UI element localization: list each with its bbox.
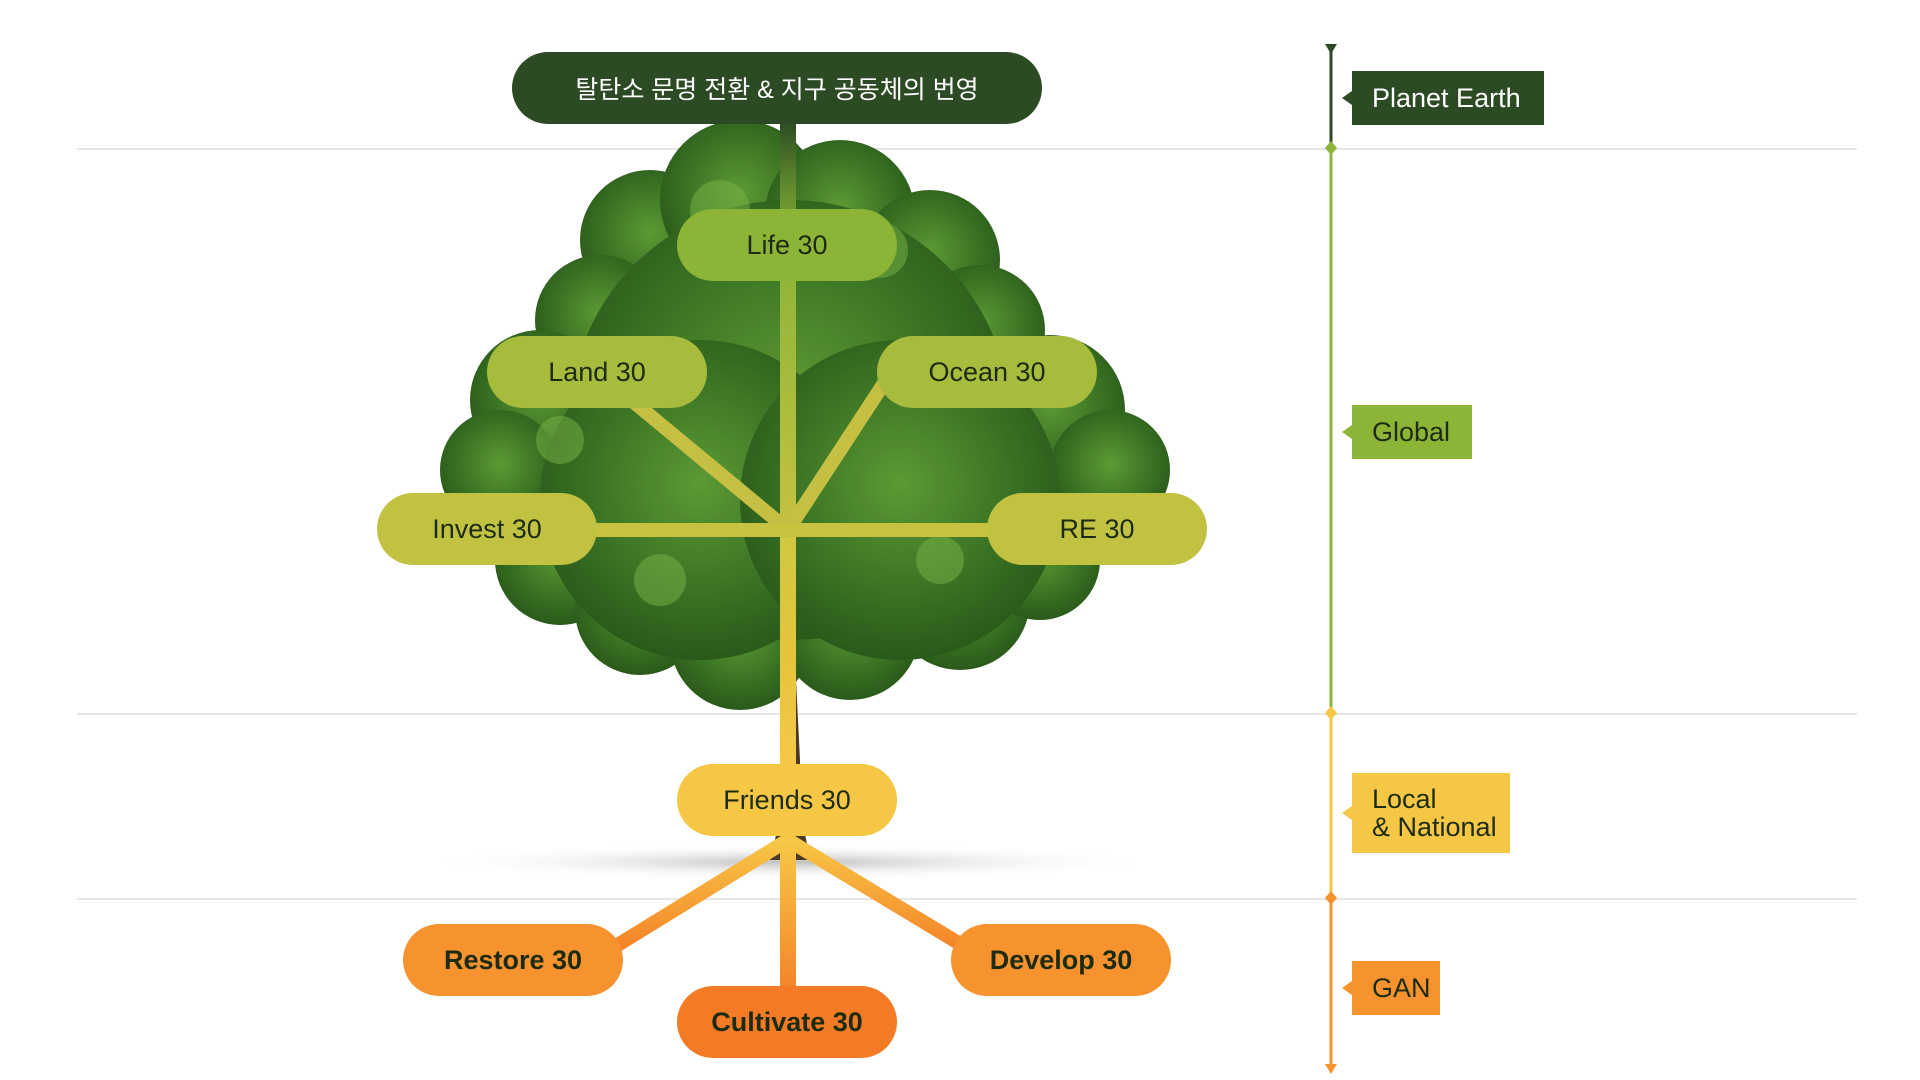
root-node: 탈탄소 문명 전환 & 지구 공동체의 번영 <box>512 52 1042 124</box>
separator-line <box>77 713 1857 715</box>
scale-label-local-national: Local & National <box>1342 773 1510 853</box>
node-cultivate: Cultivate 30 <box>677 986 897 1058</box>
node-re: RE 30 <box>987 493 1207 565</box>
node-invest-label: Invest 30 <box>432 513 542 544</box>
scale-label-local-text: Local <box>1372 784 1437 814</box>
node-land-label: Land 30 <box>548 356 646 387</box>
scale-label-global: Global <box>1342 405 1472 459</box>
scale-label-planet-earth: Planet Earth <box>1342 71 1544 125</box>
root-node-label: 탈탄소 문명 전환 & 지구 공동체의 번영 <box>575 76 979 104</box>
node-friends-label: Friends 30 <box>723 784 851 815</box>
scale-label-planet-earth-text: Planet Earth <box>1372 82 1521 113</box>
node-re-label: RE 30 <box>1059 513 1135 544</box>
separator-line <box>77 148 1857 150</box>
node-ocean: Ocean 30 <box>877 336 1097 408</box>
scale-label-gan: GAN <box>1342 961 1440 1015</box>
scale-label-national-text: & National <box>1372 812 1497 842</box>
node-cultivate-label: Cultivate 30 <box>711 1006 863 1037</box>
node-ocean-label: Ocean 30 <box>928 356 1046 387</box>
node-friends: Friends 30 <box>677 764 897 836</box>
node-restore-label: Restore 30 <box>443 944 583 975</box>
scale-label-global-text: Global <box>1372 416 1451 447</box>
node-develop-label: Develop 30 <box>989 944 1133 975</box>
node-land: Land 30 <box>487 336 707 408</box>
scale-label-gan-text: GAN <box>1372 972 1431 1003</box>
node-restore: Restore 30 <box>403 924 623 996</box>
node-invest: Invest 30 <box>377 493 597 565</box>
node-life: Life 30 <box>677 209 897 281</box>
node-develop: Develop 30 <box>951 924 1171 996</box>
separator-line <box>77 898 1857 900</box>
node-life-label: Life 30 <box>746 229 828 260</box>
